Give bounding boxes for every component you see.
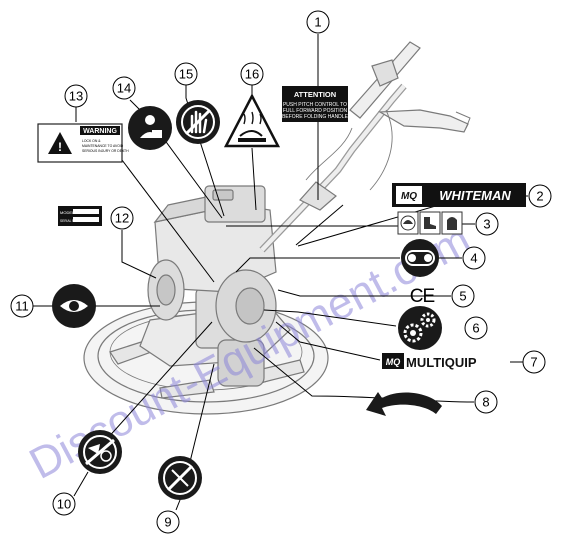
svg-text:2: 2 (536, 189, 543, 204)
callout-7: 7 (522, 350, 546, 374)
callout-9: 9 (156, 510, 180, 534)
whiteman-text: WHITEMAN (439, 188, 511, 203)
warning-line-3: SERIOUS INJURY OR DEATH (82, 149, 129, 153)
no-hands-rotor-icon (158, 456, 202, 500)
svg-text:3: 3 (483, 217, 490, 232)
ce-mark: CE (410, 286, 435, 307)
svg-text:6: 6 (472, 321, 479, 336)
callout-bubbles: 1 2 3 4 5 6 7 8 9 10 11 12 13 14 15 16 (10, 10, 552, 534)
hot-surface-warning-icon (223, 93, 281, 148)
callout-11: 11 (10, 294, 34, 318)
callout-8: 8 (474, 390, 498, 414)
callout-13: 13 (64, 84, 88, 108)
glove-icon (447, 217, 457, 230)
gears-icon (398, 306, 442, 350)
warning-title: WARNING (83, 128, 117, 135)
rotation-arrow-icon (366, 392, 442, 416)
attention-title: ATTENTION (294, 90, 336, 99)
svg-text:5: 5 (459, 289, 466, 304)
callout-16: 16 (240, 62, 264, 86)
svg-text:15: 15 (179, 67, 193, 82)
svg-text:14: 14 (117, 81, 131, 96)
callout-10: 10 (52, 492, 76, 516)
callout-2: 2 (528, 184, 552, 208)
whiteman-mq-mark: MQ (401, 191, 417, 202)
multiquip-text: MULTIQUIP (406, 355, 477, 370)
svg-text:8: 8 (482, 395, 489, 410)
eye-protection-icon (52, 284, 96, 328)
svg-text:1: 1 (314, 15, 321, 30)
warning-line-2: MAINTENANCE TO AVOID (82, 144, 124, 148)
callout-3: 3 (475, 212, 499, 236)
hardhat-icon (400, 215, 416, 231)
svg-text:12: 12 (115, 211, 129, 226)
attention-decal: ATTENTION PUSH PITCH CONTROL TO FULL FOR… (282, 86, 349, 122)
leader-lines (75, 34, 528, 471)
callout-1: 1 (306, 10, 330, 34)
warning-line-1: LOCK ON & (82, 139, 101, 143)
svg-text:11: 11 (15, 299, 29, 314)
attention-line-1: PUSH PITCH CONTROL TO (283, 102, 347, 108)
warning-triangle-icon (48, 132, 72, 154)
callout-4: 4 (462, 246, 486, 270)
svg-text:4: 4 (470, 251, 477, 266)
svg-text:13: 13 (69, 89, 83, 104)
whiteman-logo-decal: MQ WHITEMAN (392, 183, 526, 207)
power-trowel-drawing (83, 41, 471, 415)
warning-decal: WARNING ! LOCK ON & MAINTENANCE TO AVOID… (37, 123, 129, 163)
ppe-icons-decal (397, 211, 463, 235)
svg-text:10: 10 (57, 497, 71, 512)
no-feet-blades-icon (78, 430, 122, 474)
no-hands-icon (176, 100, 220, 144)
multiquip-logo-decal: MQ MULTIQUIP (382, 353, 477, 370)
svg-text:7: 7 (530, 355, 537, 370)
callout-6: 6 (464, 316, 488, 340)
serial-label: SERIAL NO. (60, 219, 78, 223)
callout-15: 15 (174, 62, 198, 86)
callout-12: 12 (110, 206, 134, 230)
belt-drive-icon (401, 239, 439, 277)
attention-line-3: BEFORE FOLDING HANDLE (282, 114, 349, 120)
callout-5: 5 (451, 284, 475, 308)
svg-text:16: 16 (245, 67, 259, 82)
boot-icon (424, 217, 436, 229)
leader-stubs (33, 305, 181, 511)
svg-text:!: ! (58, 140, 62, 154)
multiquip-mq-mark: MQ (386, 357, 401, 367)
model-label: MODEL (60, 210, 75, 215)
read-manual-icon (128, 106, 172, 150)
callout-14: 14 (112, 76, 136, 100)
model-serial-plate: MODEL SERIAL NO. (58, 206, 102, 226)
svg-text:9: 9 (164, 515, 171, 530)
attention-line-2: FULL FORWARD POSITION (283, 108, 348, 114)
